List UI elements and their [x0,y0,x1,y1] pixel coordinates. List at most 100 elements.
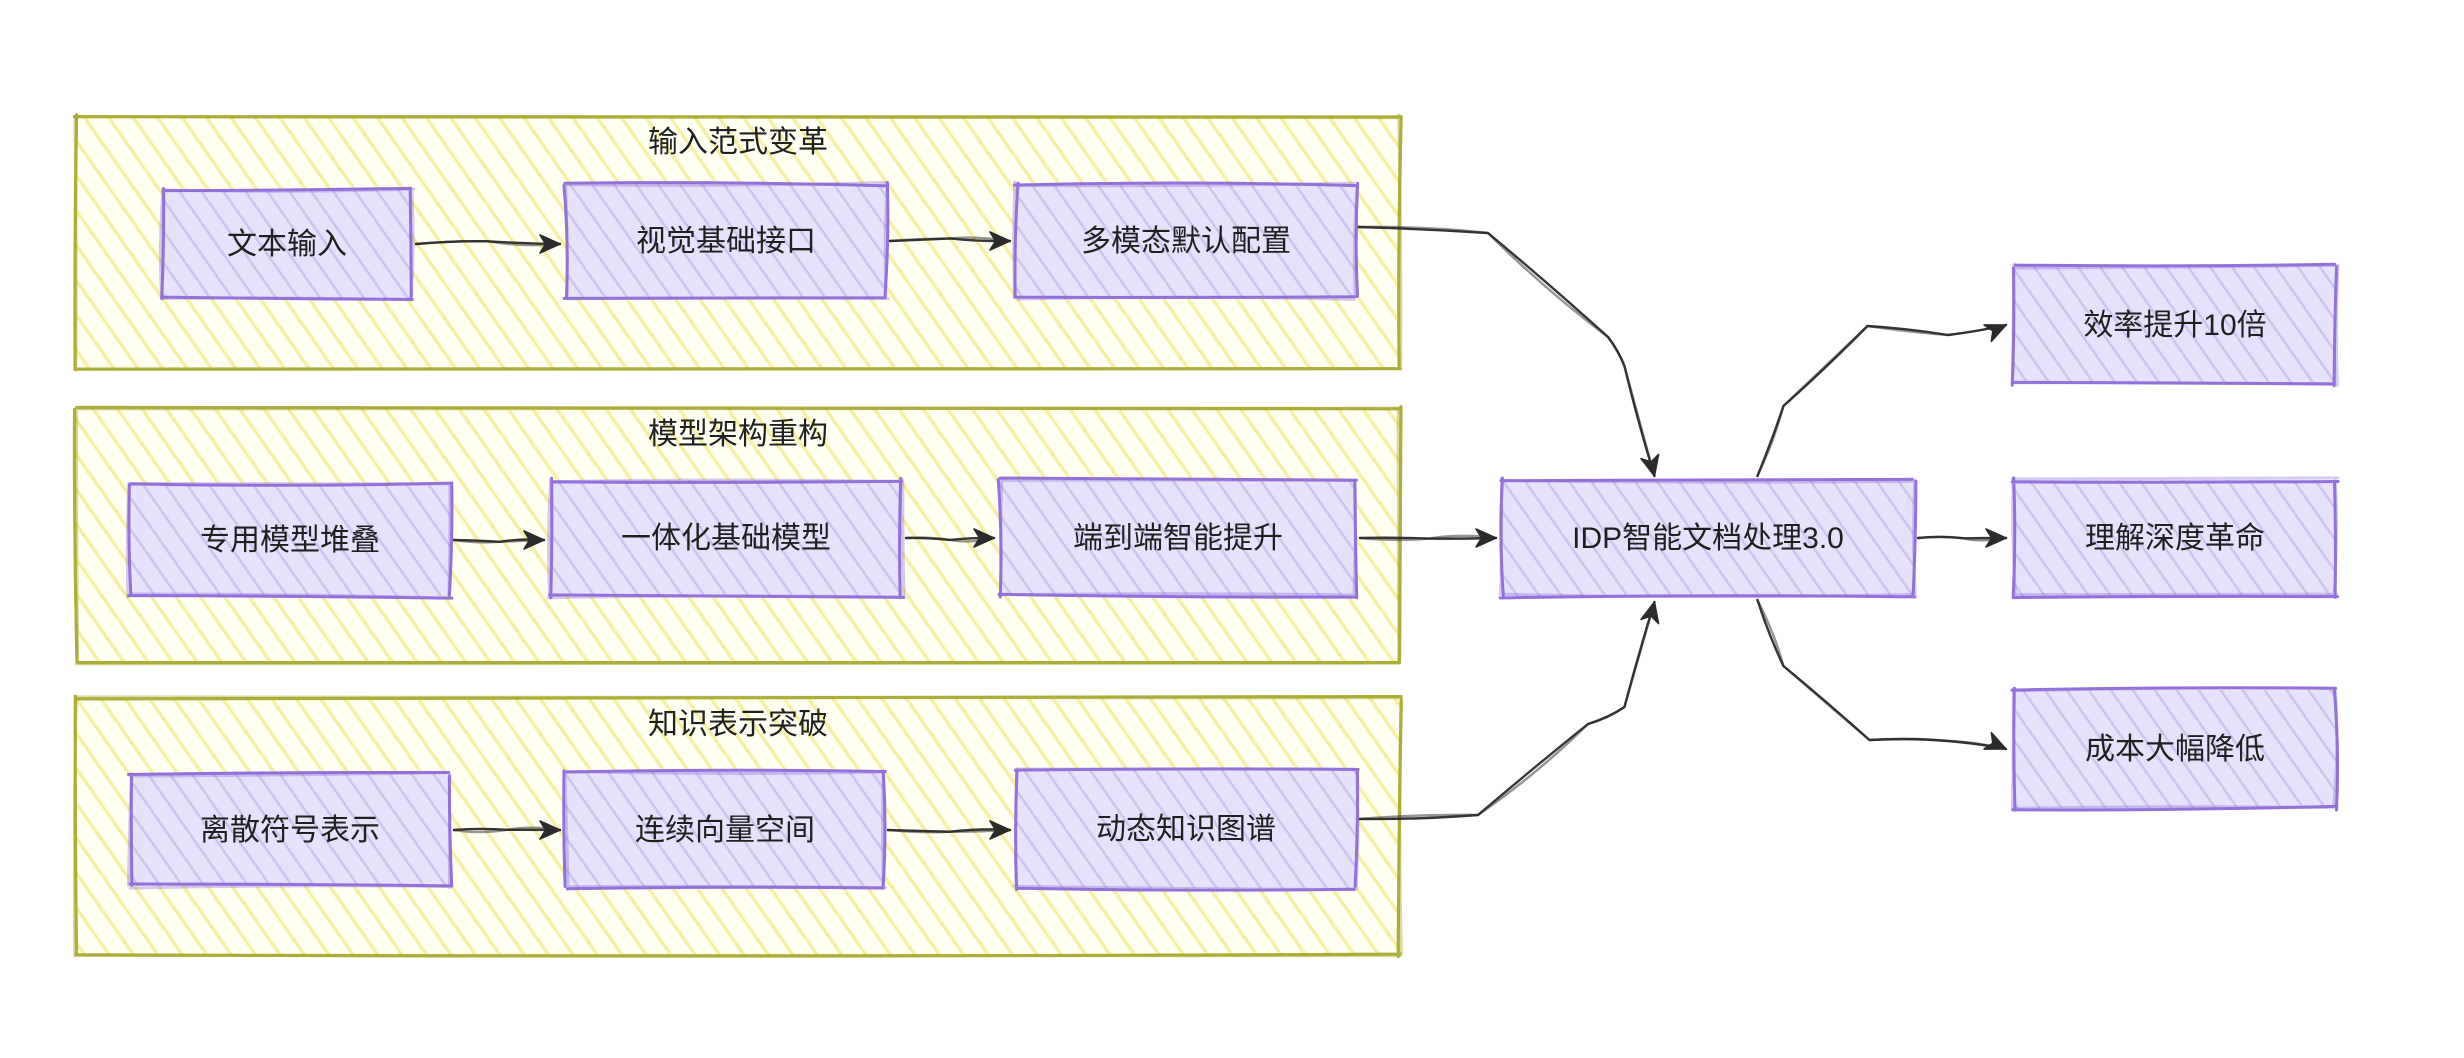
node-outline [1012,180,1359,301]
edge-arrowhead [539,820,561,840]
node-fill [162,190,412,298]
node-label: 视觉基础接口 [636,225,816,258]
edge-arrowhead [973,528,995,548]
edge-line [886,828,1012,834]
node-fill [566,184,886,298]
node-label: 动态知识图谱 [1096,813,1276,846]
node-n7[interactable]: 离散符号表示 [126,770,454,890]
edge-arrowhead [539,234,561,254]
node-fill [130,484,450,596]
edge-line [1358,534,1498,542]
edge-e4 [904,528,996,548]
cluster-title: 模型架构重构 [648,418,828,451]
edge-arrowhead [1640,601,1660,625]
edge-arrowhead [1475,528,1497,548]
node-outline [2010,476,2340,600]
node-label: 一体化基础模型 [621,522,831,555]
node-outline [125,481,453,600]
cluster-outline [74,406,1402,666]
node-label: 文本输入 [227,228,347,261]
node-n3[interactable]: 多模态默认配置 [1012,180,1360,301]
node-n4[interactable]: 专用模型堆叠 [125,481,454,600]
node-n9[interactable]: 动态知识图谱 [1012,767,1360,892]
edge-e8 [1358,528,1498,548]
node-outline [2010,262,2339,388]
node-label: 端到端智能提升 [1073,522,1283,555]
edge-e12 [1756,598,2008,751]
node-label: 离散符号表示 [200,814,380,847]
edge-line [414,240,562,247]
cluster-title: 知识表示突破 [648,708,828,741]
node-outline [562,181,890,301]
node-outline [2010,686,2340,812]
node-outline [160,186,414,302]
edge-e3 [452,530,546,550]
node-label: 专用模型堆叠 [200,524,380,557]
node-fill [1016,184,1356,298]
node-outline [127,771,452,890]
node-n10[interactable]: IDP智能文档处理3.0 [1498,476,1918,600]
node-outline [548,476,906,600]
cluster-outline [72,694,1404,958]
node-outline [562,768,887,891]
node-fill [2014,480,2336,596]
edge-arrowhead [523,530,545,550]
node-n6[interactable]: 端到端智能提升 [996,476,1359,600]
node-outline [1012,181,1360,299]
cluster-outline [72,404,1403,665]
edge-e6 [886,820,1012,840]
node-label: 多模态默认配置 [1081,225,1291,258]
node-fill [1016,770,1356,888]
node-label: 效率提升10倍 [2083,309,2266,342]
node-fill [130,774,450,886]
node-fill [1502,480,1914,596]
edge-e9 [1356,600,1660,821]
edge-e7 [1356,225,1660,478]
node-outline [2010,262,2340,387]
node-outline [2010,476,2340,598]
edge-line [1356,600,1656,821]
edge-arrowhead [989,820,1011,840]
edge-e5 [452,820,562,840]
node-fill [566,772,884,888]
node-label: 连续向量空间 [635,814,815,847]
edge-arrowhead [1640,453,1660,477]
edge-e11 [1916,528,2008,548]
node-n5[interactable]: 一体化基础模型 [546,476,906,600]
node-label: 理解深度革命 [2085,522,2265,555]
edge-line [1756,323,2008,478]
node-n1[interactable]: 文本输入 [158,186,416,302]
edge-line [1756,323,2008,478]
cluster-title: 输入范式变革 [648,126,828,159]
node-outline [546,477,906,600]
node-fill [2014,690,2336,808]
cluster-outline [73,694,1403,959]
node-outline [562,181,890,300]
edge-e2 [888,231,1012,251]
edge-e1 [414,234,562,254]
node-label: 成本大幅降低 [2085,733,2265,766]
node-outline [563,769,888,891]
node-fill [550,480,902,596]
node-outline [126,770,454,888]
node-outline [2010,686,2339,810]
edge-layer [414,225,2008,840]
cluster-outline [72,113,1403,372]
node-n11[interactable]: 效率提升10倍 [2010,262,2340,388]
node-fill [1000,480,1356,596]
node-n13[interactable]: 成本大幅降低 [2010,686,2340,812]
node-n8[interactable]: 连续向量空间 [562,768,888,891]
edge-arrowhead [989,231,1011,251]
edge-line [1756,598,2008,751]
node-outline [158,187,416,302]
node-fill [2014,266,2336,384]
node-outline [1012,767,1360,891]
node-n12[interactable]: 理解深度革命 [2010,476,2340,600]
edge-e10 [1756,323,2008,478]
node-n2[interactable]: 视觉基础接口 [562,181,890,301]
edge-line [888,236,1012,243]
node-outline [126,481,454,600]
